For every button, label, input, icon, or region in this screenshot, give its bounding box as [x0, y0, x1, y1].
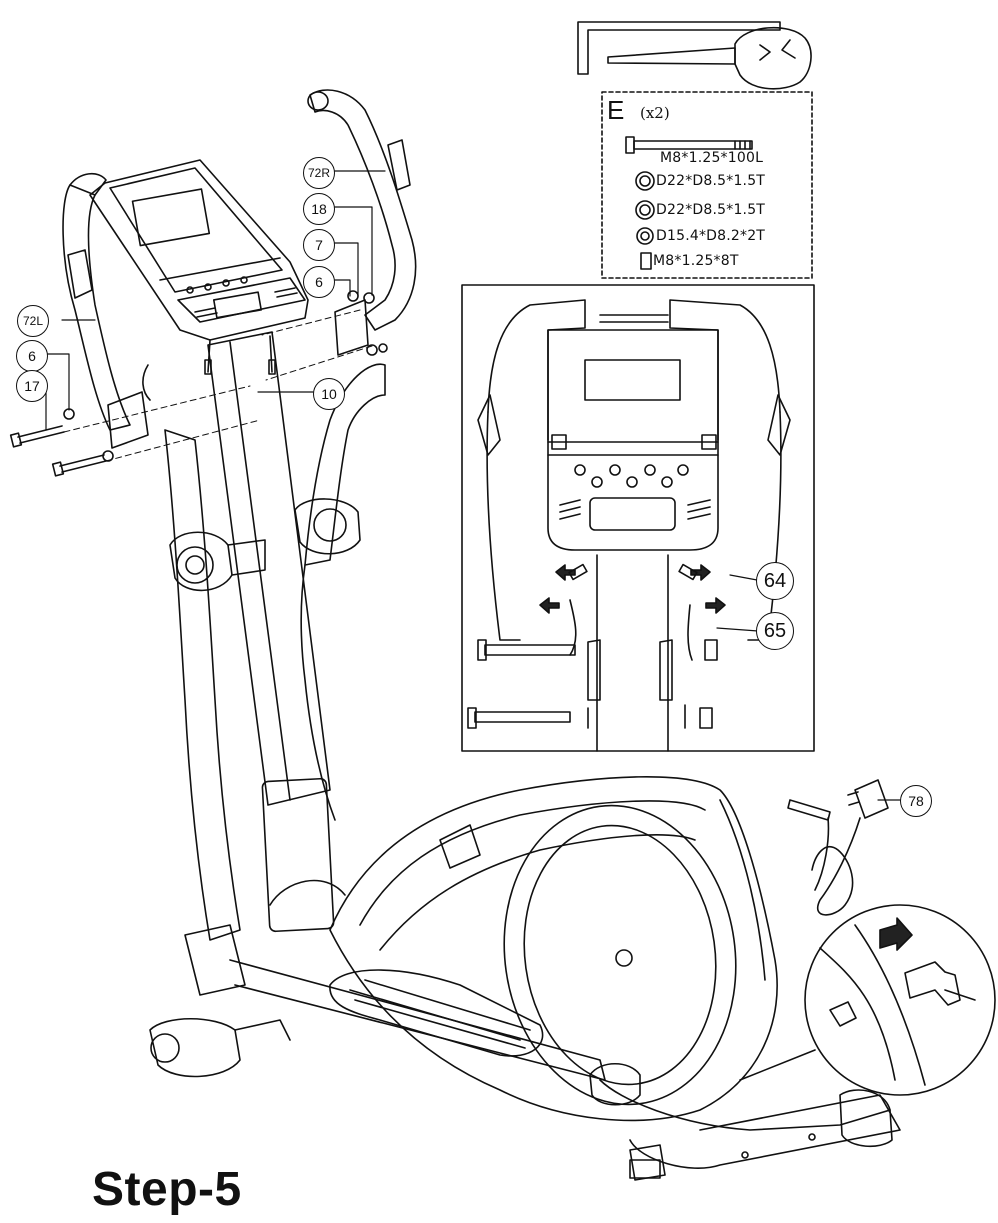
washer-icon — [635, 171, 655, 191]
mast — [207, 331, 346, 933]
step-label: Step-5 — [92, 1163, 242, 1216]
washer-icon — [63, 408, 114, 462]
callout-17: 17 — [16, 370, 48, 402]
power-adapter — [787, 779, 889, 916]
washer-icon — [636, 227, 654, 245]
callout-64: 64 — [756, 562, 794, 600]
nut-icon — [640, 252, 652, 270]
hardware-kit-quantity: (x2) — [640, 104, 670, 122]
washer-icon — [347, 290, 388, 356]
power-socket-detail — [739, 904, 996, 1096]
cable-connector-icon — [142, 335, 276, 401]
callout-6-right: 6 — [303, 266, 335, 298]
right-moving-arm — [294, 363, 386, 821]
bolt-icon — [51, 454, 107, 477]
leader-lines — [63, 309, 373, 462]
callout-7: 7 — [303, 229, 335, 261]
hardware-item-nut-label: M8*1.25*8T — [653, 253, 739, 269]
flywheel-housing — [329, 776, 778, 1122]
hardware-item-washer-label: D22*D8.5*1.5T — [656, 202, 766, 218]
allen-key-icon — [577, 21, 781, 75]
callout-6-left: 6 — [16, 340, 48, 372]
left-moving-arm — [164, 429, 266, 941]
combination-wrench-icon — [607, 26, 812, 90]
bolt-icon — [625, 136, 753, 154]
callout-72r: 72R — [303, 157, 335, 189]
hardware-box — [601, 91, 813, 279]
washer-icon — [635, 200, 655, 220]
callout-18: 18 — [303, 193, 335, 225]
callout-65: 65 — [756, 612, 794, 650]
detail-inset-drawing — [467, 299, 791, 752]
right-handlebar — [307, 89, 417, 356]
console — [89, 159, 309, 341]
callout-72l: 72L — [17, 305, 49, 337]
callout-78: 78 — [900, 785, 932, 817]
detail-inset-frame — [461, 284, 815, 752]
left-handlebar — [62, 172, 149, 449]
base-frame — [149, 924, 901, 1181]
pedal — [329, 969, 641, 1106]
hardware-kit-letter: E — [607, 95, 625, 125]
hardware-item-bolt-label: M8*1.25*100L — [660, 150, 764, 166]
hardware-item-washer-label: D15.4*D8.2*2T — [656, 228, 766, 244]
hardware-item-washer-label: D22*D8.5*1.5T — [656, 173, 766, 189]
bolt-icon — [9, 425, 65, 448]
callout-10: 10 — [313, 378, 345, 410]
label-leaders — [45, 170, 901, 801]
